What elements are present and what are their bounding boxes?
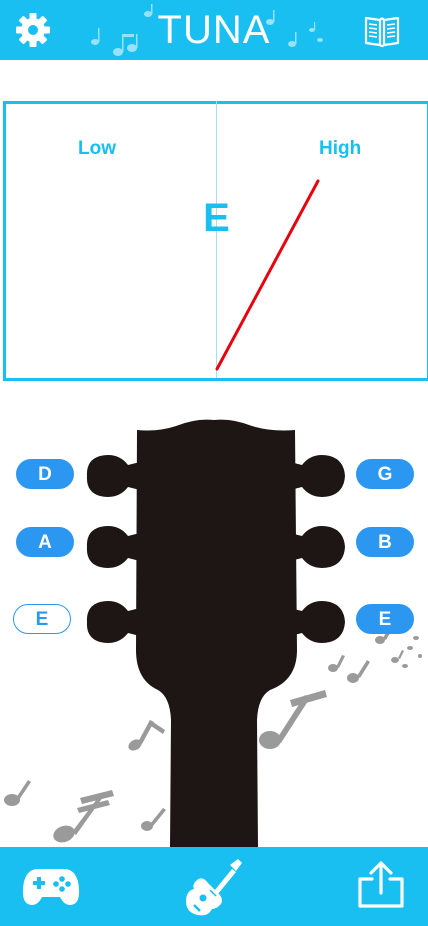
detected-note: E xyxy=(203,196,230,240)
music-notes-decoration xyxy=(4,626,422,843)
string-button-low-e[interactable]: E xyxy=(13,604,71,634)
tuner-needle xyxy=(215,179,320,371)
string-button-g[interactable]: G xyxy=(356,459,414,489)
bottom-toolbar xyxy=(0,847,428,926)
gear-icon[interactable] xyxy=(15,12,51,48)
header-music-notes-decoration xyxy=(91,4,323,56)
high-label: High xyxy=(319,138,362,159)
gamepad-icon[interactable] xyxy=(22,865,80,907)
tuning-pegs xyxy=(86,455,345,643)
book-icon[interactable] xyxy=(364,12,400,48)
tuner-meter: Low High E xyxy=(3,101,428,381)
string-button-b[interactable]: B xyxy=(356,527,414,557)
share-icon[interactable] xyxy=(356,861,406,909)
app-header: TUNA xyxy=(0,0,428,60)
low-label: Low xyxy=(78,138,116,159)
string-button-d[interactable]: D xyxy=(16,459,74,489)
tuner-center-line xyxy=(216,101,217,378)
headstock-body xyxy=(136,419,297,847)
string-button-a[interactable]: A xyxy=(16,527,74,557)
guitar-icon[interactable] xyxy=(184,857,244,919)
app-title: TUNA xyxy=(157,8,271,52)
guitar-headstock xyxy=(4,419,422,847)
string-button-high-e[interactable]: E xyxy=(356,604,414,634)
